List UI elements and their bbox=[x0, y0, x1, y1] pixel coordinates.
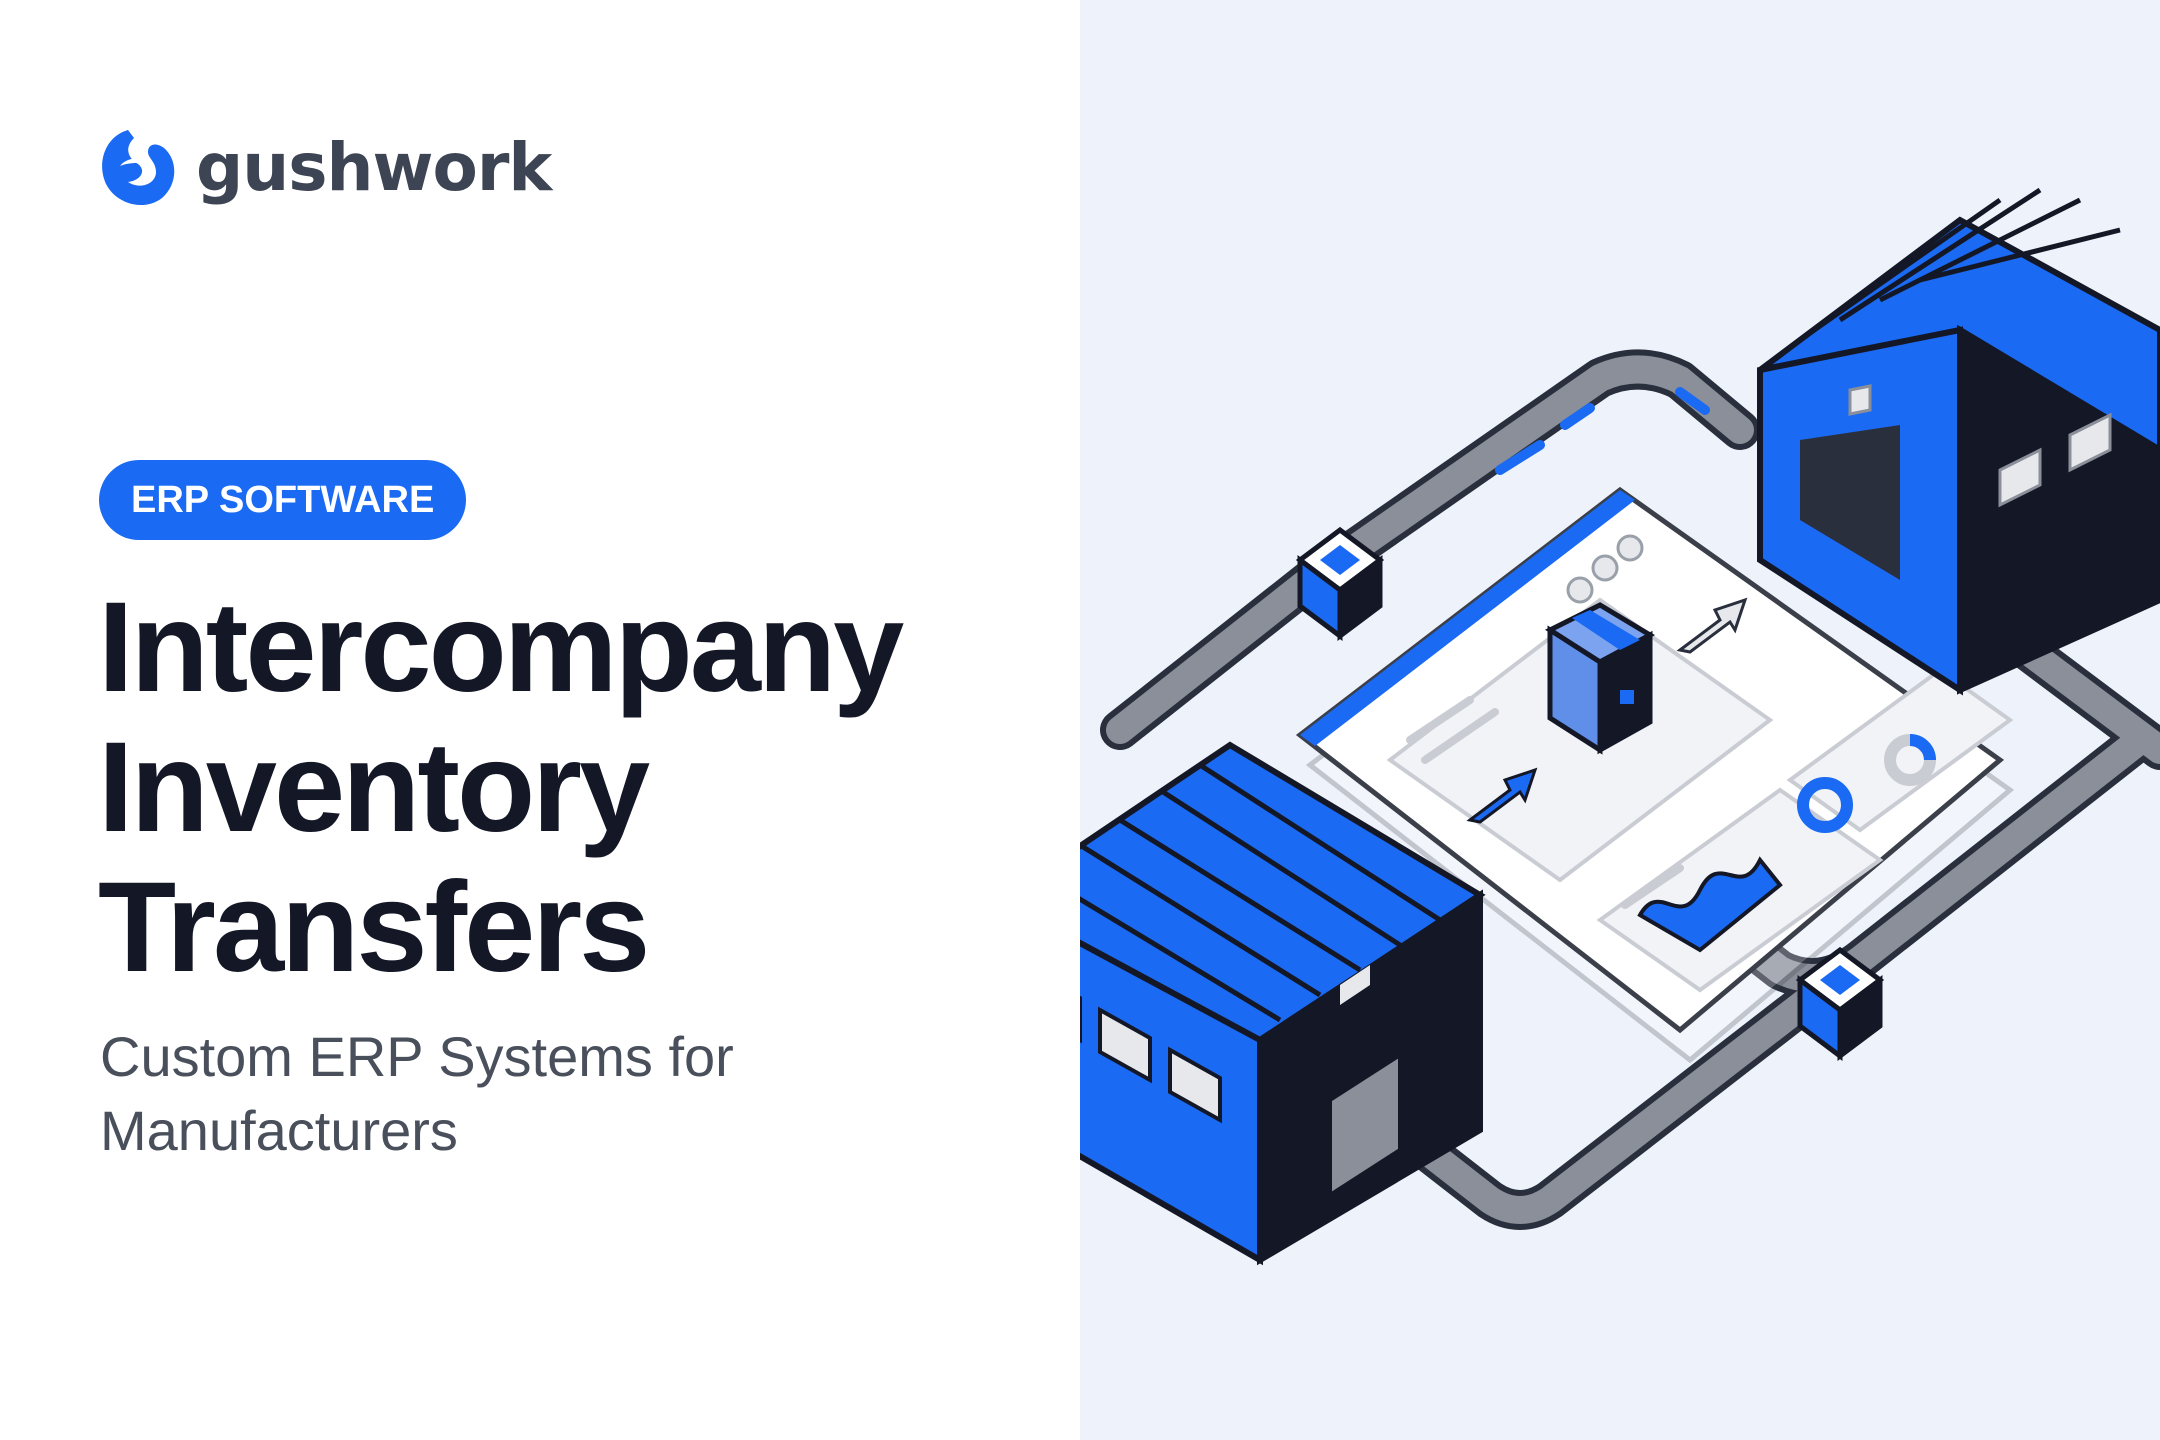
connector-block-icon bbox=[1795, 946, 1885, 1061]
category-badge: ERP SOFTWARE bbox=[99, 460, 467, 540]
gushwork-logo-icon bbox=[102, 130, 175, 206]
area-chart-icon bbox=[1637, 856, 1783, 953]
brand-name: gushwork bbox=[196, 129, 552, 206]
warehouse-transfer-illustration bbox=[1080, 187, 2160, 1266]
subtitle: Custom ERP Systems for Manufacturers bbox=[100, 1020, 1000, 1168]
donut-chart-icon bbox=[1797, 734, 1936, 833]
illustration-panel bbox=[1080, 0, 2160, 1440]
warehouse-icon bbox=[1757, 187, 2160, 696]
left-panel: gushwork ERP SOFTWARE Intercompany Inven… bbox=[98, 122, 1058, 1168]
connector-block-icon bbox=[1295, 526, 1385, 641]
subtitle-line: Custom ERP Systems for bbox=[100, 1025, 734, 1088]
headline-line: Intercompany bbox=[98, 576, 904, 719]
window-dots-icon bbox=[1566, 534, 1644, 604]
headline-line: Transfers bbox=[98, 856, 650, 999]
subtitle-line: Manufacturers bbox=[100, 1099, 458, 1162]
arrow-icon bbox=[1466, 597, 1748, 824]
headline-line: Inventory bbox=[98, 716, 650, 859]
page-title: Intercompany Inventory Transfers bbox=[98, 578, 1058, 998]
brand[interactable]: gushwork bbox=[98, 122, 552, 214]
warehouse-icon bbox=[1080, 741, 1486, 1266]
package-icon bbox=[1544, 602, 1656, 755]
